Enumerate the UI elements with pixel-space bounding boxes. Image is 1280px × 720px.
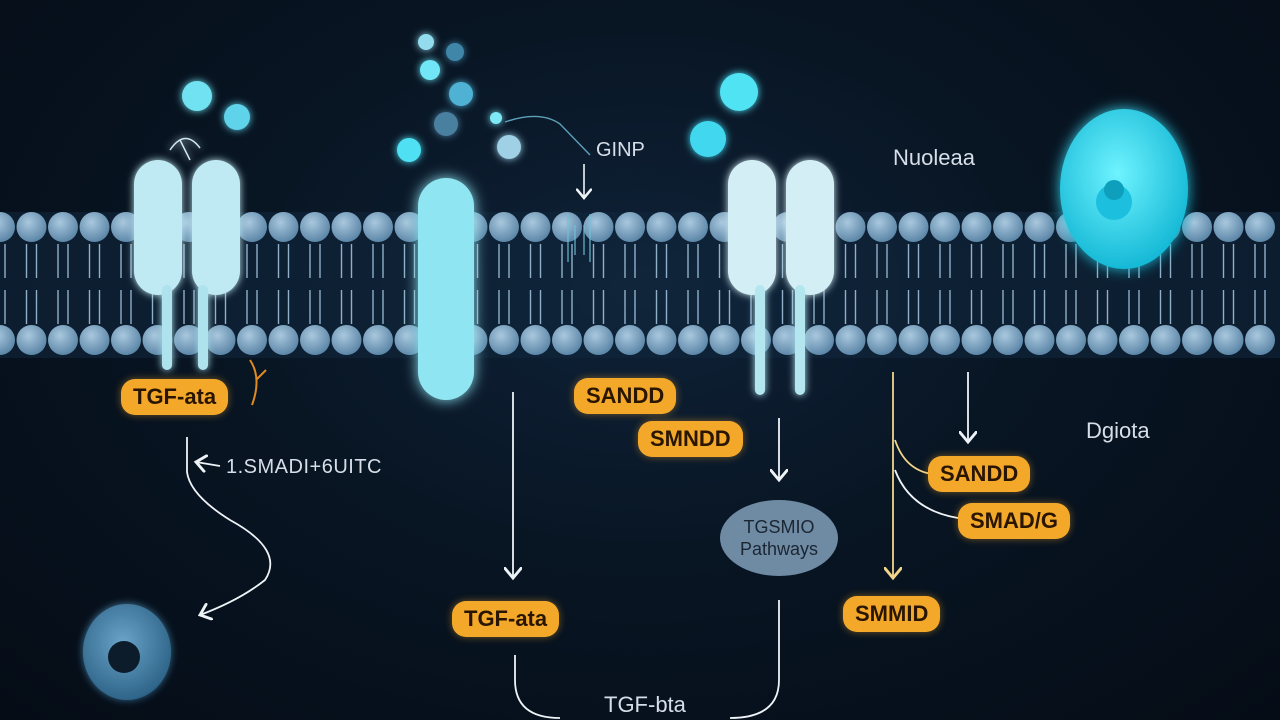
- ligand-particles: [182, 34, 758, 162]
- lipid-head: [1245, 212, 1275, 242]
- lipid-head: [79, 212, 110, 242]
- lipid-head: [709, 325, 740, 355]
- lipid-head: [331, 212, 362, 242]
- lipid-head: [993, 325, 1023, 355]
- lipid-head: [583, 212, 614, 242]
- lipid-head: [646, 325, 677, 355]
- lipid-head: [1213, 212, 1244, 242]
- pill-right-smad-2: SMAD/G: [958, 503, 1070, 539]
- lipid-head: [394, 212, 425, 242]
- pathways-bubble: TGSMIO Pathways: [720, 500, 838, 576]
- lipid-head: [520, 325, 551, 355]
- lipid-head: [0, 212, 15, 242]
- lipid-head: [205, 325, 236, 355]
- lipid-head: [48, 212, 78, 242]
- lipid-head: [363, 325, 393, 355]
- lipid-head: [583, 325, 614, 355]
- lipid-head: [174, 325, 204, 355]
- pathway-arrows: [186, 372, 968, 719]
- nucleus: [1060, 109, 1188, 269]
- lipid-head: [615, 325, 645, 355]
- pill-smad-1: SANDD: [574, 378, 677, 414]
- label-right-side: Dgiota: [1086, 418, 1150, 443]
- receptor-channel-center: [418, 178, 474, 400]
- lipid-head: [489, 325, 519, 355]
- lipid-head: [363, 212, 393, 242]
- lipid-head: [1213, 325, 1244, 355]
- lipid-head: [678, 212, 708, 242]
- lipid-head: [1182, 325, 1212, 355]
- lipid-head: [1150, 325, 1181, 355]
- label-ginp: GINP: [596, 139, 645, 161]
- lipid-head: [993, 212, 1023, 242]
- lipid-head: [520, 212, 551, 242]
- label-bottom-center: TGF-bta: [604, 692, 686, 717]
- pill-smad-2: SMNDD: [638, 421, 743, 457]
- target-cell: [83, 604, 171, 700]
- lipid-head: [394, 325, 425, 355]
- lipid-head: [0, 325, 15, 355]
- lipid-head: [111, 212, 141, 242]
- lipid-head: [79, 325, 110, 355]
- lipid-head: [300, 212, 330, 242]
- lipid-head: [48, 325, 78, 355]
- lipid-head: [237, 212, 267, 242]
- lipid-head: [961, 325, 992, 355]
- label-nucleus: Nuoleaa: [893, 145, 975, 170]
- lipid-head: [300, 325, 330, 355]
- lipid-head: [930, 212, 960, 242]
- lipid-head: [930, 325, 960, 355]
- lipid-head: [268, 325, 299, 355]
- lipid-head: [1024, 325, 1055, 355]
- lipid-head: [1182, 212, 1212, 242]
- lipid-head: [1245, 325, 1275, 355]
- pathways-bubble-line2: Pathways: [739, 539, 819, 559]
- lipid-head: [16, 212, 47, 242]
- lipid-head: [268, 212, 299, 242]
- lipid-head: [331, 325, 362, 355]
- lipid-head: [552, 325, 582, 355]
- lipid-head: [678, 325, 708, 355]
- receptor-dimer-left: [134, 137, 240, 370]
- pathways-bubble-line1: TGSMIO: [743, 517, 815, 537]
- pill-tgf-left: TGF-ata: [121, 379, 229, 415]
- channel-sketch: [504, 115, 591, 262]
- lipid-head: [615, 212, 645, 242]
- label-left-step: 1.SMADI+6UITC: [226, 456, 382, 478]
- lipid-head: [646, 212, 677, 242]
- lipid-head: [16, 325, 47, 355]
- receptor-dimer-right: [728, 160, 834, 395]
- lipid-head: [1056, 325, 1086, 355]
- lipid-head: [237, 325, 267, 355]
- lipid-head: [111, 325, 141, 355]
- lipid-head: [835, 212, 866, 242]
- lipid-head: [804, 325, 834, 355]
- lipid-head: [835, 325, 866, 355]
- lipid-head: [1087, 325, 1118, 355]
- receptor-left-tail: [249, 359, 267, 406]
- lipid-head: [552, 212, 582, 242]
- lipid-head: [489, 212, 519, 242]
- lipid-head: [898, 325, 929, 355]
- lipid-head: [1119, 325, 1149, 355]
- pill-tgf-bottom: TGF-ata: [452, 601, 560, 637]
- lipid-head: [1024, 212, 1055, 242]
- lipid-head: [867, 212, 897, 242]
- pill-right-smad-1: SANDD: [928, 456, 1031, 492]
- pill-right-smad-3: SMMID: [843, 596, 941, 632]
- lipid-head: [898, 212, 929, 242]
- lipid-head: [961, 212, 992, 242]
- lipid-head: [867, 325, 897, 355]
